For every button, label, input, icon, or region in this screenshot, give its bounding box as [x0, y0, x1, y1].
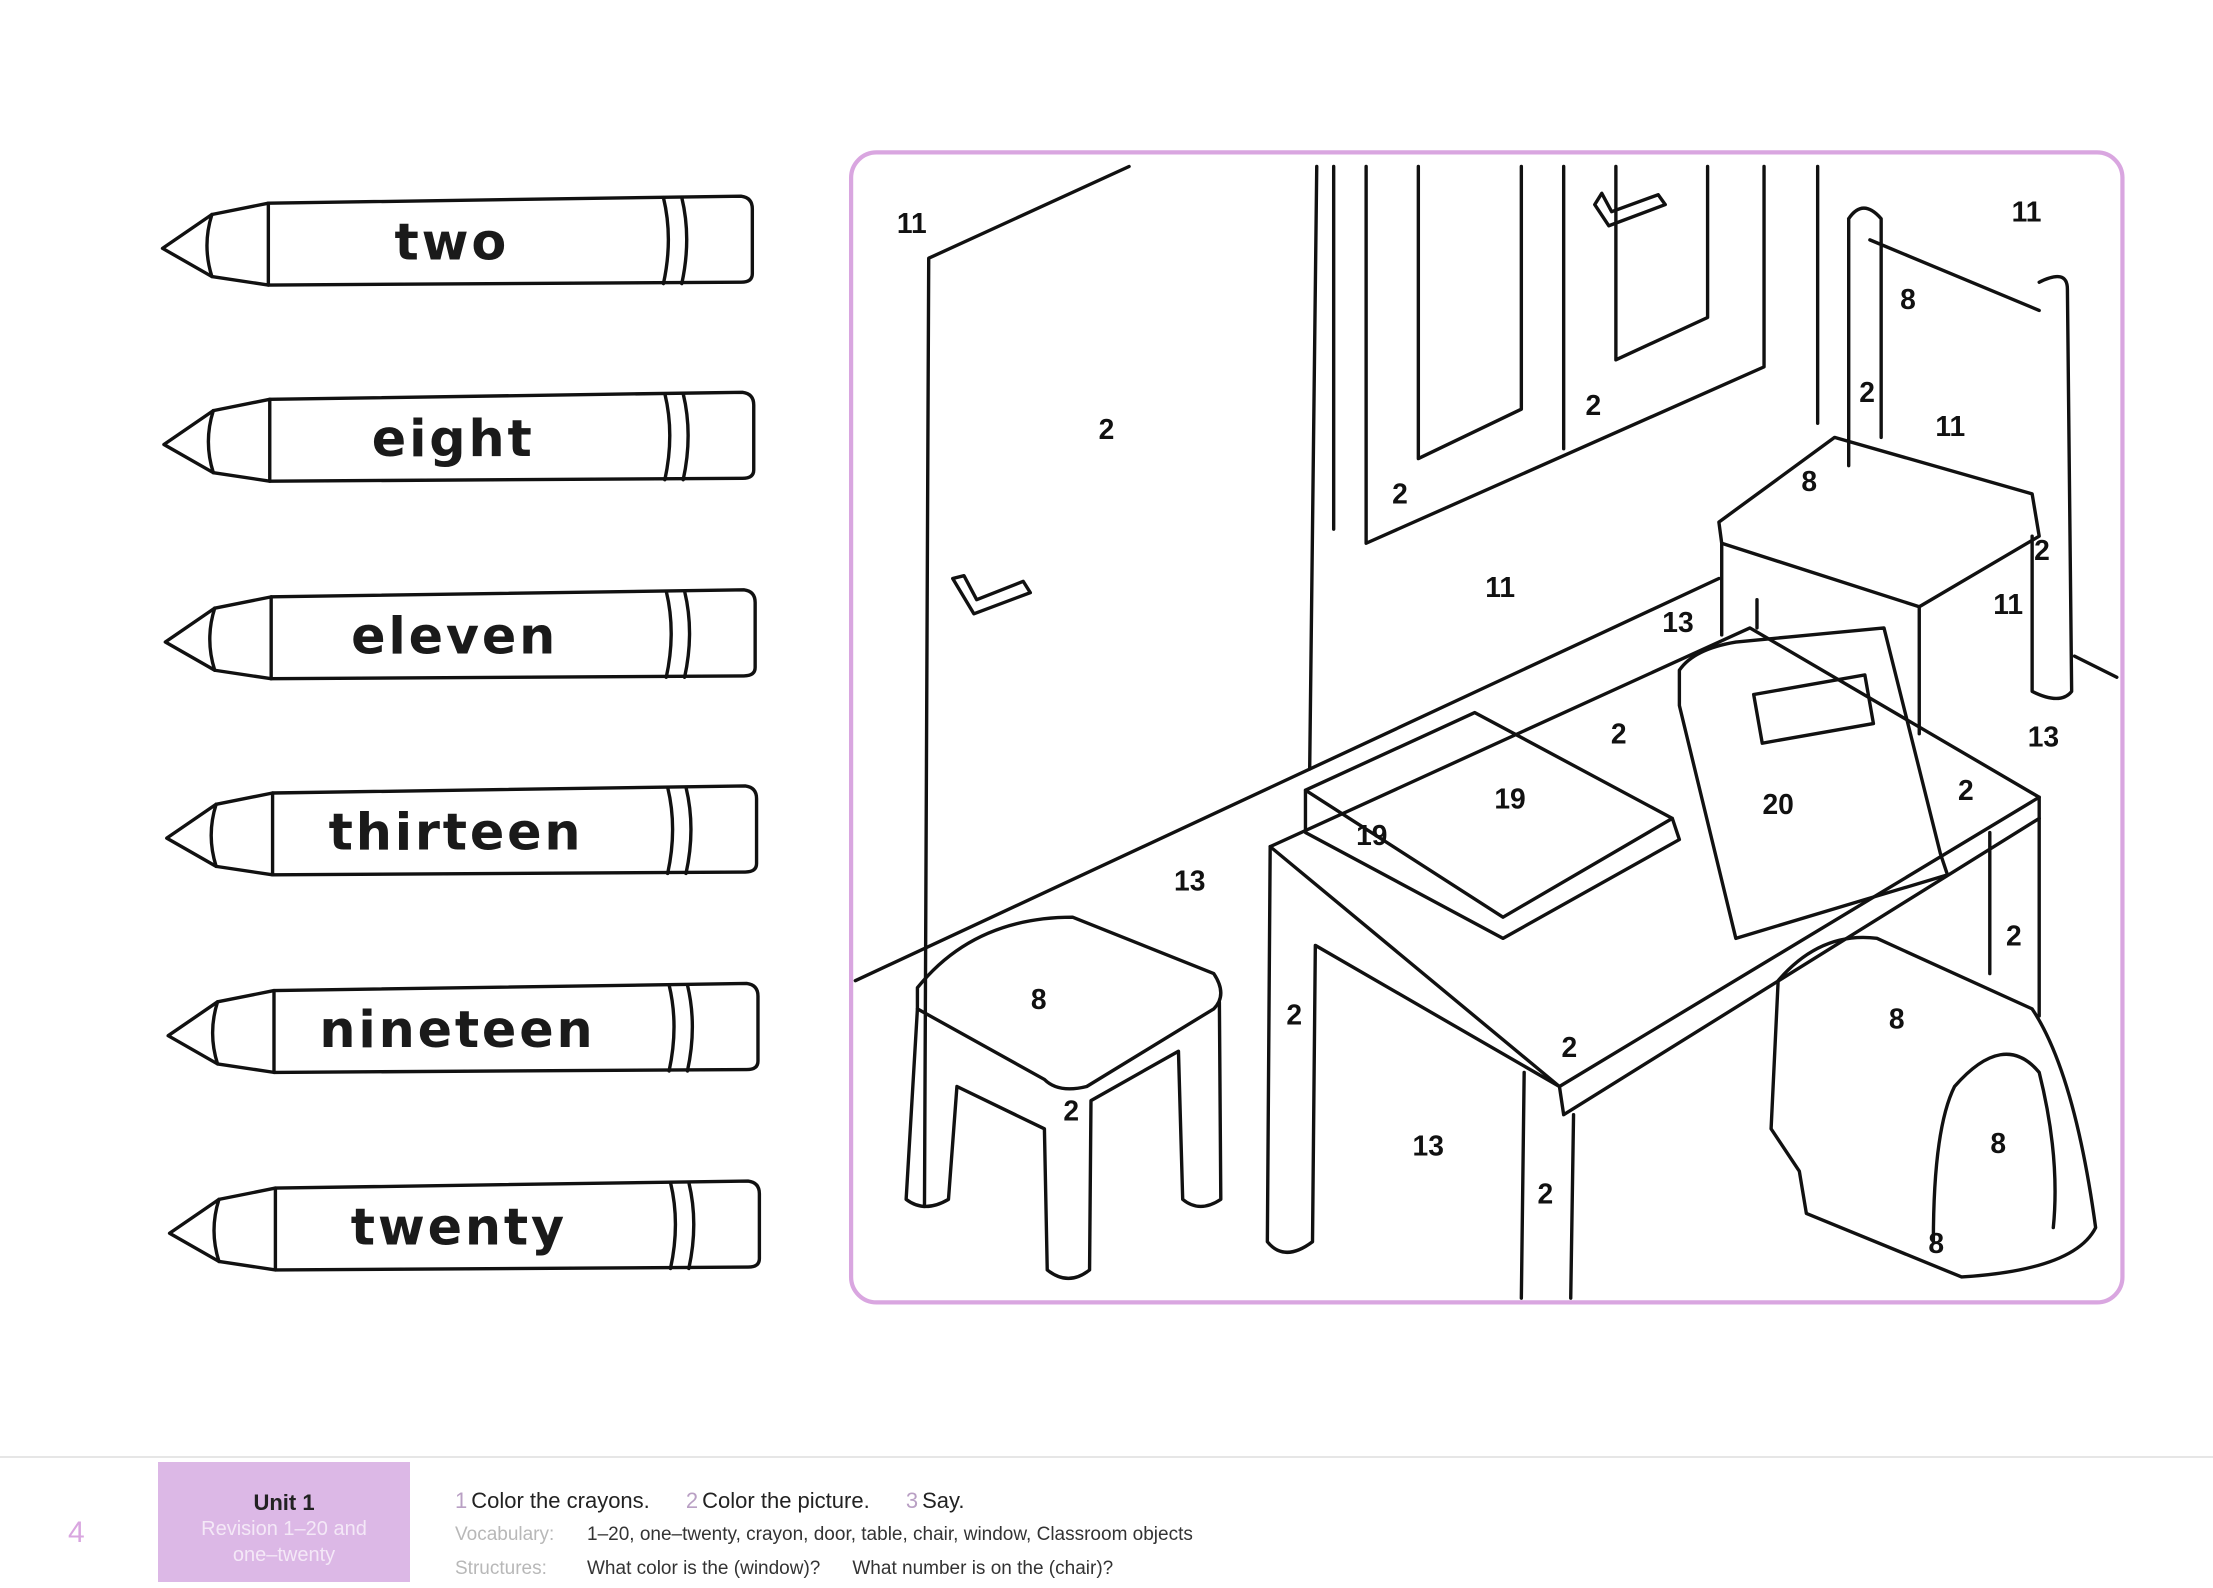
crayon-list: two eight eleven thirteen nineteen twent…	[160, 194, 762, 1272]
instruction-number: 2	[685, 1488, 699, 1513]
vocabulary-row: Vocabulary: 1–20, one–twenty, crayon, doo…	[455, 1524, 1193, 1546]
structures-label: Structures:	[455, 1558, 547, 1579]
picture-frame	[848, 150, 2125, 1305]
window	[1331, 164, 1820, 545]
chair	[1717, 206, 2074, 736]
crayon-eight[interactable]: eight	[162, 390, 756, 483]
crayon-two[interactable]: two	[160, 194, 755, 287]
crayon-thirteen[interactable]: thirteen	[165, 784, 759, 877]
vocabulary-text: 1–20, one–twenty, crayon, door, table, c…	[587, 1524, 1193, 1545]
area-number: 13	[2028, 720, 2059, 752]
area-number: 2	[1099, 413, 1115, 445]
crayon-label: eleven	[351, 606, 558, 665]
instruction-text: Color the picture.	[702, 1488, 870, 1513]
unit-title: Unit 1	[253, 1490, 315, 1515]
floor-line	[853, 576, 2119, 983]
area-number: 11	[1485, 571, 1515, 603]
unit-box: Unit 1 Revision 1–20 and one–twenty	[158, 1462, 410, 1582]
crayon-label: twenty	[351, 1198, 567, 1257]
area-number: 8	[1990, 1127, 2006, 1159]
area-number: 8	[1928, 1227, 1944, 1259]
structures-row: Structures: What color is the (window)? Wh…	[455, 1558, 1113, 1580]
area-number: 20	[1762, 788, 1793, 820]
area-number: 2	[1859, 376, 1875, 408]
area-number: 19	[1494, 783, 1525, 815]
area-number: 2	[1537, 1178, 1553, 1210]
area-number: 2	[1561, 1031, 1577, 1063]
area-number: 11	[1993, 588, 2023, 620]
classroom-picture[interactable]: 11 2 2 2 11 8 2 11 8 2 11 13 11 2 13 19 …	[848, 150, 2125, 1305]
crayon-eleven[interactable]: eleven	[163, 588, 757, 681]
area-number: 13	[1174, 864, 1205, 896]
area-number: 2	[1286, 998, 1302, 1030]
crayon-label: eight	[372, 409, 535, 468]
stool	[904, 915, 1223, 1281]
area-number: 13	[1413, 1130, 1444, 1162]
area-number: 8	[1031, 983, 1047, 1015]
backpack	[1769, 935, 2098, 1279]
area-number: 19	[1356, 819, 1387, 851]
instruction-text: Color the crayons.	[471, 1488, 650, 1513]
area-number: 2	[1392, 478, 1408, 510]
area-number: 8	[1801, 465, 1817, 497]
area-number: 11	[1935, 410, 1965, 442]
area-number: 2	[1585, 389, 1601, 421]
area-number: 8	[1889, 1003, 1905, 1035]
area-number: 2	[1063, 1094, 1079, 1126]
crayon-label: thirteen	[329, 802, 584, 861]
instruction-text: Say.	[922, 1488, 965, 1513]
instruction-number: 1	[455, 1488, 468, 1513]
books	[1303, 626, 1950, 941]
page-number: 4	[68, 1516, 85, 1549]
structures-text: What color is the (window)?	[587, 1558, 821, 1579]
unit-subtitle: one–twenty	[232, 1544, 336, 1566]
instruction-number: 3	[905, 1488, 919, 1513]
table	[1265, 626, 2041, 1300]
area-number: 2	[2034, 534, 2050, 566]
crayon-label: two	[395, 213, 510, 272]
vocabulary-label: Vocabulary:	[455, 1524, 555, 1545]
area-number: 2	[1611, 718, 1627, 750]
area-number: 11	[897, 207, 927, 239]
crayon-twenty[interactable]: twenty	[167, 1179, 762, 1272]
area-number: 8	[1900, 283, 1916, 315]
crayon-nineteen[interactable]: nineteen	[166, 981, 760, 1075]
area-number: 2	[1958, 774, 1974, 806]
structures-text: What number is on the (chair)?	[852, 1558, 1114, 1579]
crayon-label: nineteen	[319, 1000, 595, 1059]
door	[922, 164, 1319, 1209]
area-number: 13	[1662, 606, 1693, 638]
area-number: 11	[2012, 196, 2042, 228]
unit-subtitle: Revision 1–20 and	[201, 1518, 367, 1540]
area-number: 2	[2006, 919, 2022, 951]
picture-numbers: 11 2 2 2 11 8 2 11 8 2 11 13 11 2 13 19 …	[897, 196, 2059, 1259]
